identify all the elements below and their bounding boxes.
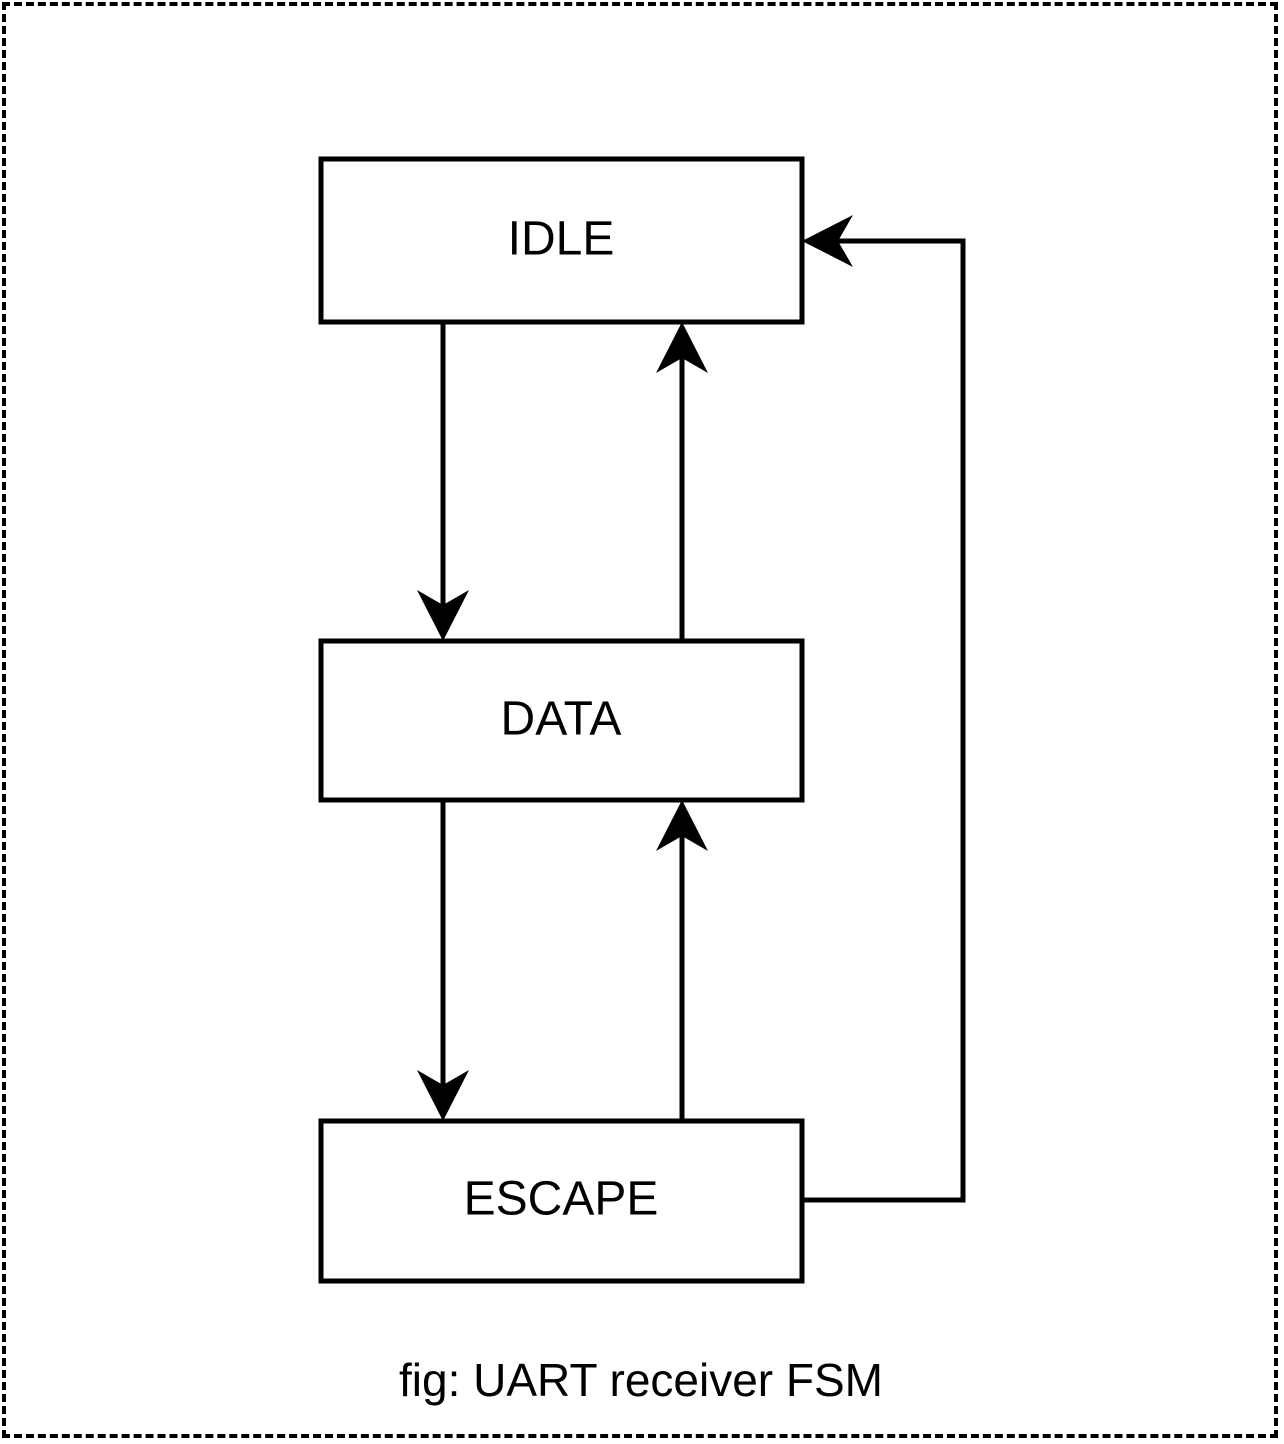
arrowhead-down-icon: [417, 590, 469, 641]
state-box-idle[interactable]: [318, 156, 805, 325]
state-label-data: DATA: [501, 693, 622, 746]
transition-data-to-escape: [417, 800, 469, 1121]
figure-caption: fig: UART receiver FSM: [399, 1354, 883, 1406]
state-box-data[interactable]: [318, 638, 805, 803]
arrowhead-down-icon: [417, 1070, 469, 1121]
state-label-idle: IDLE: [508, 213, 615, 266]
transition-idle-to-data: [417, 322, 469, 641]
transition-escape-to-idle: [802, 215, 966, 1203]
state-node-escape[interactable]: ESCAPE: [318, 1118, 805, 1284]
arrowhead-up-icon: [656, 322, 708, 373]
state-label-escape: ESCAPE: [464, 1173, 659, 1226]
transition-data-to-idle: [656, 322, 708, 641]
arrowhead-left-icon: [802, 215, 853, 267]
state-node-data[interactable]: DATA: [318, 638, 805, 803]
transition-escape-to-data: [656, 800, 708, 1121]
arrowhead-up-icon: [656, 800, 708, 851]
state-node-idle[interactable]: IDLE: [318, 156, 805, 325]
state-box-escape[interactable]: [318, 1118, 805, 1284]
